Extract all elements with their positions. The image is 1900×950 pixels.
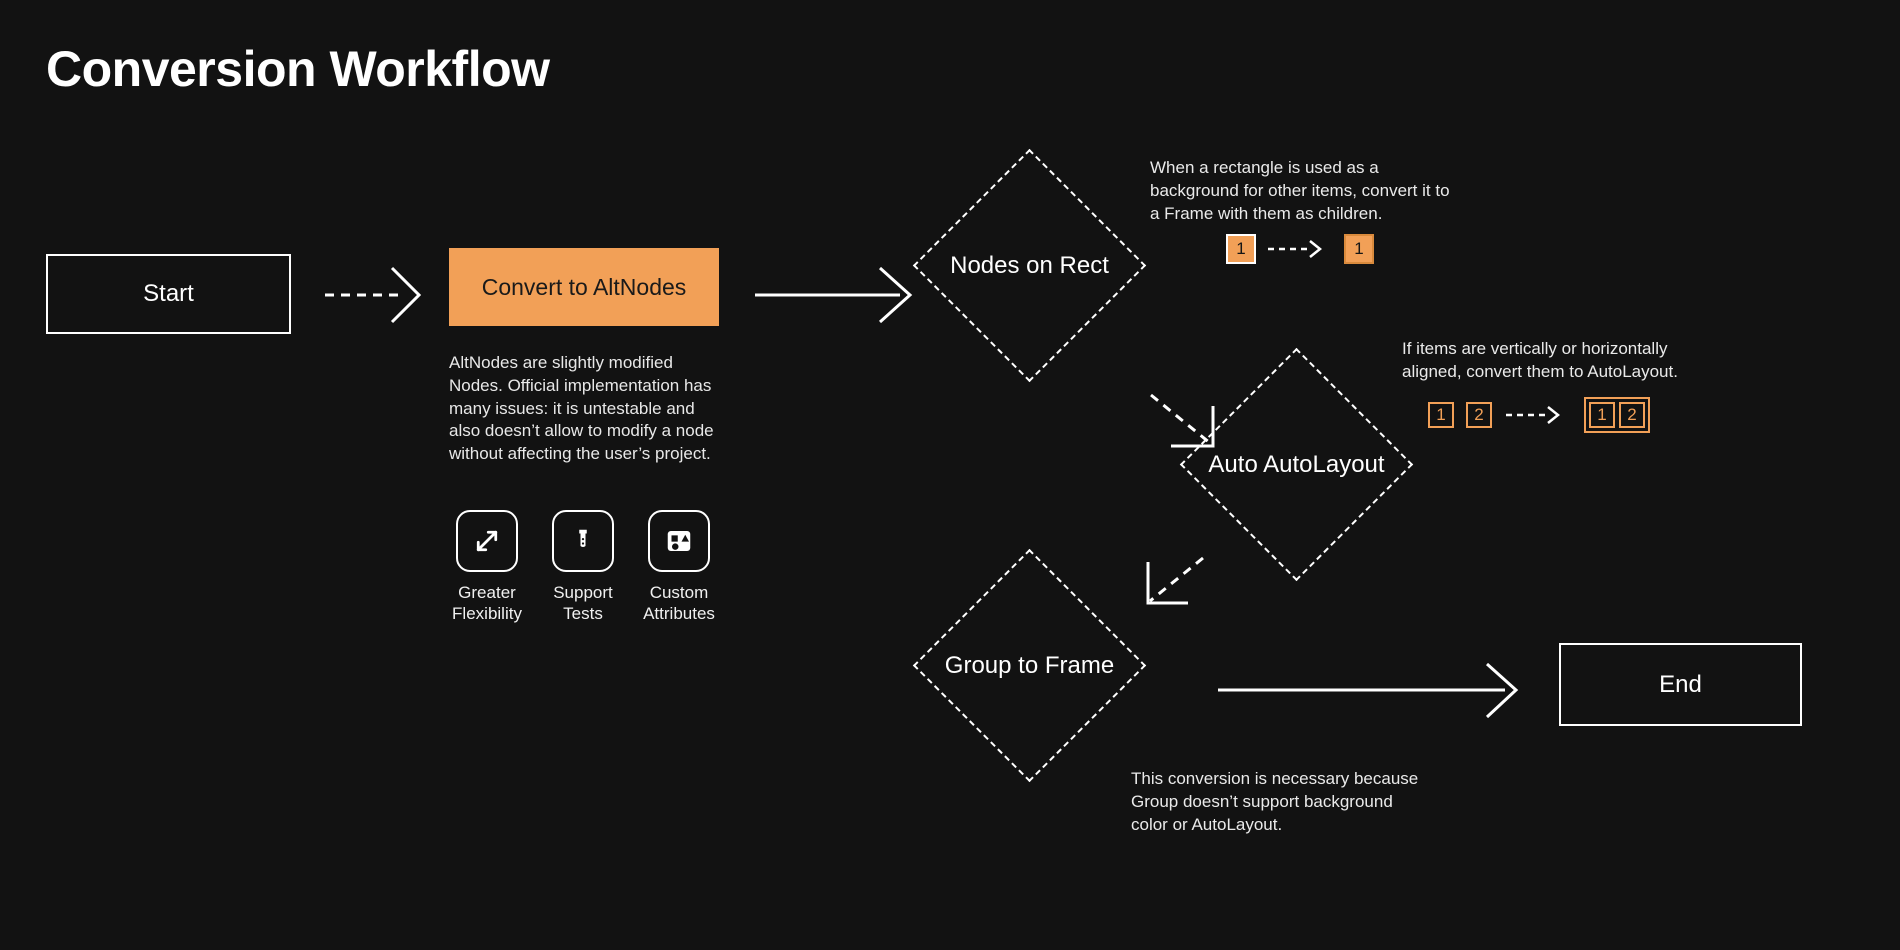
feature-greater-flexibility[interactable]: Greater Flexibility — [452, 510, 522, 625]
node-convert-label: Convert to AltNodes — [481, 273, 687, 300]
badge-before-1: 1 — [1428, 402, 1454, 428]
feature-support-tests[interactable]: Support Tests — [549, 510, 617, 625]
node-nodes-on-rect-label: Nodes on Rect — [950, 251, 1109, 279]
node-auto-autolayout-label: Auto AutoLayout — [1208, 450, 1385, 478]
feature-row: Greater Flexibility Support Tests — [452, 510, 715, 625]
node-auto-autolayout[interactable]: Auto AutoLayout — [1179, 347, 1414, 582]
connector-nodesonrect-to-autolayout — [1150, 393, 1215, 448]
convert-description: AltNodes are slightly modified Nodes. Of… — [449, 353, 714, 464]
annotation-auto-autolayout: If items are vertically or horizontally … — [1402, 339, 1678, 381]
connector-autolayout-to-grouptoframe — [1146, 556, 1204, 605]
badge-row-auto-autolayout: 1 2 1 2 — [1428, 397, 1650, 433]
mini-arrow-icon — [1506, 406, 1561, 424]
badge-row-nodes-on-rect: 1 1 — [1226, 234, 1374, 264]
feature-custom-attributes[interactable]: Custom Attributes — [643, 510, 715, 625]
shapes-attributes-icon — [648, 510, 710, 572]
test-tube-icon — [552, 510, 614, 572]
feature-label: Custom Attributes — [643, 583, 715, 624]
node-start[interactable]: Start — [46, 254, 291, 334]
annotation-nodes-on-rect: When a rectangle is used as a background… — [1150, 158, 1450, 223]
expand-arrows-icon — [456, 510, 518, 572]
node-end-label: End — [1659, 670, 1702, 698]
feature-label: Greater Flexibility — [452, 583, 522, 624]
node-group-to-frame[interactable]: Group to Frame — [912, 548, 1147, 783]
annotation-group-to-frame: This conversion is necessary because Gro… — [1131, 769, 1419, 834]
badge-after-1: 1 — [1344, 234, 1374, 264]
node-convert-to-altnodes[interactable]: Convert to AltNodes — [449, 248, 719, 326]
node-end[interactable]: End — [1559, 643, 1802, 726]
connector-grouptoframe-to-end — [1218, 662, 1519, 719]
badge-before-1: 1 — [1226, 234, 1256, 264]
mini-arrow-icon — [1268, 240, 1323, 258]
node-start-label: Start — [143, 280, 194, 307]
feature-label: Support Tests — [553, 583, 613, 624]
badge-before-2: 2 — [1466, 402, 1492, 428]
connector-convert-to-nodesonrect — [755, 266, 913, 324]
badge-after-2: 2 — [1619, 402, 1645, 428]
badge-after-1: 1 — [1589, 402, 1615, 428]
badge-group-autolayout: 1 2 — [1584, 397, 1650, 433]
page-title: Conversion Workflow — [46, 41, 550, 97]
node-nodes-on-rect[interactable]: Nodes on Rect — [912, 148, 1147, 383]
connector-start-to-convert — [325, 266, 422, 324]
node-group-to-frame-label: Group to Frame — [944, 651, 1115, 679]
